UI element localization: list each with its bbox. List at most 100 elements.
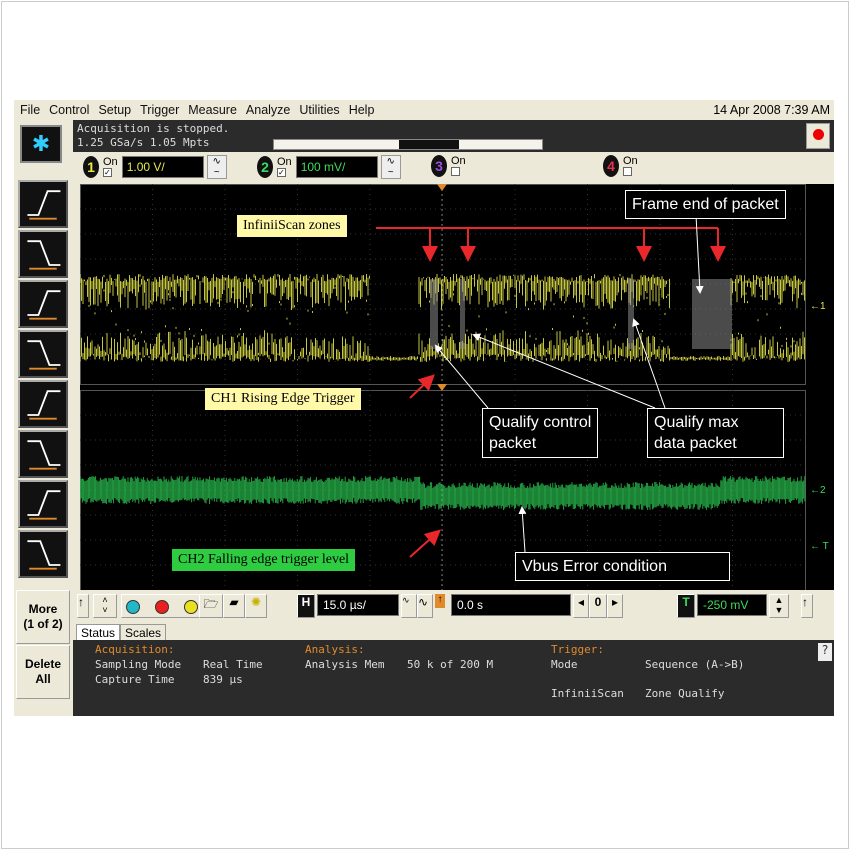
annotation-frame-end: Frame end of packet <box>625 190 786 219</box>
trigger-level-field[interactable]: -250 mV <box>697 594 767 616</box>
falling-edge-trigger-icon[interactable] <box>18 230 68 278</box>
tab-bar: Status Scales <box>76 624 167 642</box>
red-dot-button[interactable] <box>155 600 169 614</box>
delay-zero-button[interactable]: 0 <box>589 594 607 618</box>
channel-4-on-label: On <box>623 155 638 167</box>
cyan-dot-button[interactable] <box>126 600 140 614</box>
channel-2-badge[interactable]: 2 <box>257 156 273 178</box>
channel-4: 4 On <box>603 155 638 177</box>
menu-utilities[interactable]: Utilities <box>299 103 340 117</box>
trigger-button[interactable]: T <box>677 594 695 618</box>
infiniiscan-zone <box>692 279 732 349</box>
open-file-icon[interactable]: 🗁 <box>199 594 223 618</box>
menu-bar: File Control Setup Trigger Measure Analy… <box>14 100 834 120</box>
trigger-title: Trigger: <box>551 643 604 656</box>
brightness-icon[interactable]: ✺ <box>245 594 267 618</box>
transition-trigger-icon[interactable] <box>18 530 68 578</box>
glitch-trigger-icon[interactable] <box>18 330 68 378</box>
channel-3: 3 On <box>431 155 466 177</box>
window-trigger-icon[interactable] <box>18 480 68 528</box>
channel-2-checkbox[interactable]: ✓ <box>277 168 286 177</box>
infiniiscan-zone <box>628 279 634 349</box>
menu-help[interactable]: Help <box>348 103 375 117</box>
channel-2: 2 On✓ 100 mV/ ∿~ <box>257 155 401 179</box>
delay-right-button[interactable]: ▸ <box>607 594 623 618</box>
coarse-button[interactable]: ∿ <box>417 594 433 618</box>
analysis-title: Analysis: <box>305 643 365 656</box>
tab-status[interactable]: Status <box>76 624 121 642</box>
trigger-level-stepper[interactable]: ▲▼ <box>769 594 789 618</box>
delete-all-button[interactable]: Delete All <box>16 645 70 699</box>
channel-4-checkbox[interactable] <box>623 167 632 176</box>
setup-hold-trigger-icon[interactable] <box>18 430 68 478</box>
overview-window[interactable] <box>399 140 459 149</box>
delay-left-button[interactable]: ◂ <box>573 594 589 618</box>
annotation-qualify-max: Qualify max data packet <box>647 408 784 458</box>
infiniiscan-zone <box>460 279 465 349</box>
runt-trigger-icon[interactable] <box>18 380 68 428</box>
channel-1-coupling-button[interactable]: ∿~ <box>206 155 227 179</box>
acquisition-title: Acquisition: <box>95 643 175 656</box>
annotation-qualify-control: Qualify control packet <box>482 408 599 458</box>
channel-2-scale[interactable]: 100 mV/ <box>295 156 378 178</box>
tab-scales[interactable]: Scales <box>120 624 167 642</box>
menu-file[interactable]: File <box>20 103 41 117</box>
channel-3-checkbox[interactable] <box>451 167 460 176</box>
left-toolbar: ✱ More (1 of 2) Delete All <box>14 120 72 716</box>
acquisition-state: Acquisition is stopped. <box>77 122 230 135</box>
fine-button[interactable]: ∿ <box>401 594 417 618</box>
waveform-overview[interactable] <box>273 139 543 150</box>
more-button[interactable]: More (1 of 2) <box>16 590 70 644</box>
acquisition-bar: Acquisition is stopped. 1.25 GSa/s 1.05 … <box>73 120 834 152</box>
menu-control[interactable]: Control <box>49 103 90 117</box>
clock: 14 Apr 2008 7:39 AM <box>713 103 830 117</box>
annotation-ch1-trigger: CH1 Rising Edge Trigger <box>205 388 361 410</box>
annotation-vbus-error: Vbus Error condition <box>515 552 730 581</box>
menu-analyze[interactable]: Analyze <box>245 103 291 117</box>
help-button[interactable]: ? <box>818 643 832 661</box>
analysis-mem-value: 50 k of 200 M <box>407 658 494 671</box>
marker-up-button[interactable]: ↑ <box>77 594 89 618</box>
trigger-marker-button[interactable]: ↑ <box>801 594 813 618</box>
stop-icon <box>813 129 824 140</box>
rising-edge-trigger-icon[interactable] <box>18 180 68 228</box>
infiniiscan-label: InfiniiScan <box>551 687 624 700</box>
channel-1-badge[interactable]: 1 <box>83 156 99 178</box>
menu-setup[interactable]: Setup <box>98 103 132 117</box>
channel-2-coupling-button[interactable]: ∿~ <box>380 155 401 179</box>
agilent-logo-icon: ✱ <box>20 125 62 163</box>
channel-1-ground-marker: ←1 <box>810 301 826 312</box>
channel-1: 1 On✓ 1.00 V/ ∿~ <box>83 155 227 179</box>
color-buttons <box>121 594 211 618</box>
channel-1-scale[interactable]: 1.00 V/ <box>121 156 204 178</box>
channel-3-on-label: On <box>451 155 466 167</box>
waveform-graticule: ←1←2← T <box>79 184 834 591</box>
horizontal-button[interactable]: H <box>297 594 315 618</box>
capture-time-value: 839 µs <box>203 673 243 686</box>
channel-4-badge[interactable]: 4 <box>603 155 619 177</box>
trigger-position-marker <box>437 184 447 191</box>
yellow-dot-button[interactable] <box>184 600 198 614</box>
annotation-ch2-trigger: CH2 Falling edge trigger level <box>172 549 356 571</box>
sampling-mode-label: Sampling Mode <box>95 658 182 671</box>
sample-rate: 1.25 GSa/s 1.05 Mpts <box>77 136 210 149</box>
pulse-width-trigger-icon[interactable] <box>18 280 68 328</box>
menu-trigger[interactable]: Trigger <box>140 103 180 117</box>
run-stop-button[interactable] <box>806 123 830 149</box>
channel-3-badge[interactable]: 3 <box>431 155 447 177</box>
scroll-stepper[interactable]: ˄˅ <box>93 594 117 618</box>
menu-measure[interactable]: Measure <box>188 103 237 117</box>
annotation-infiniiscan-zones: InfiniiScan zones <box>237 215 347 237</box>
sampling-mode-value: Real Time <box>203 658 263 671</box>
print-icon[interactable]: ▰ <box>223 594 245 618</box>
timebase-field[interactable]: 15.0 µs/ <box>317 594 399 616</box>
trigger-level-marker: ← T <box>810 541 829 552</box>
waveform-display[interactable]: ←1←2← T <box>79 184 834 591</box>
control-bar: ↑ ˄˅ 🗁 ▰ ✺ H 15.0 µs/ ∿ ∿ ↑ 0.0 s ◂ 0 ▸ … <box>73 590 834 622</box>
channel-1-checkbox[interactable]: ✓ <box>103 168 112 177</box>
channel-bar: 1 On✓ 1.00 V/ ∿~ 2 On✓ 100 mV/ ∿~ 3 On 4… <box>73 152 834 184</box>
infiniiscan-zone <box>430 279 438 349</box>
delay-field[interactable]: 0.0 s <box>451 594 571 616</box>
channel-1-on-label: On <box>103 156 118 168</box>
